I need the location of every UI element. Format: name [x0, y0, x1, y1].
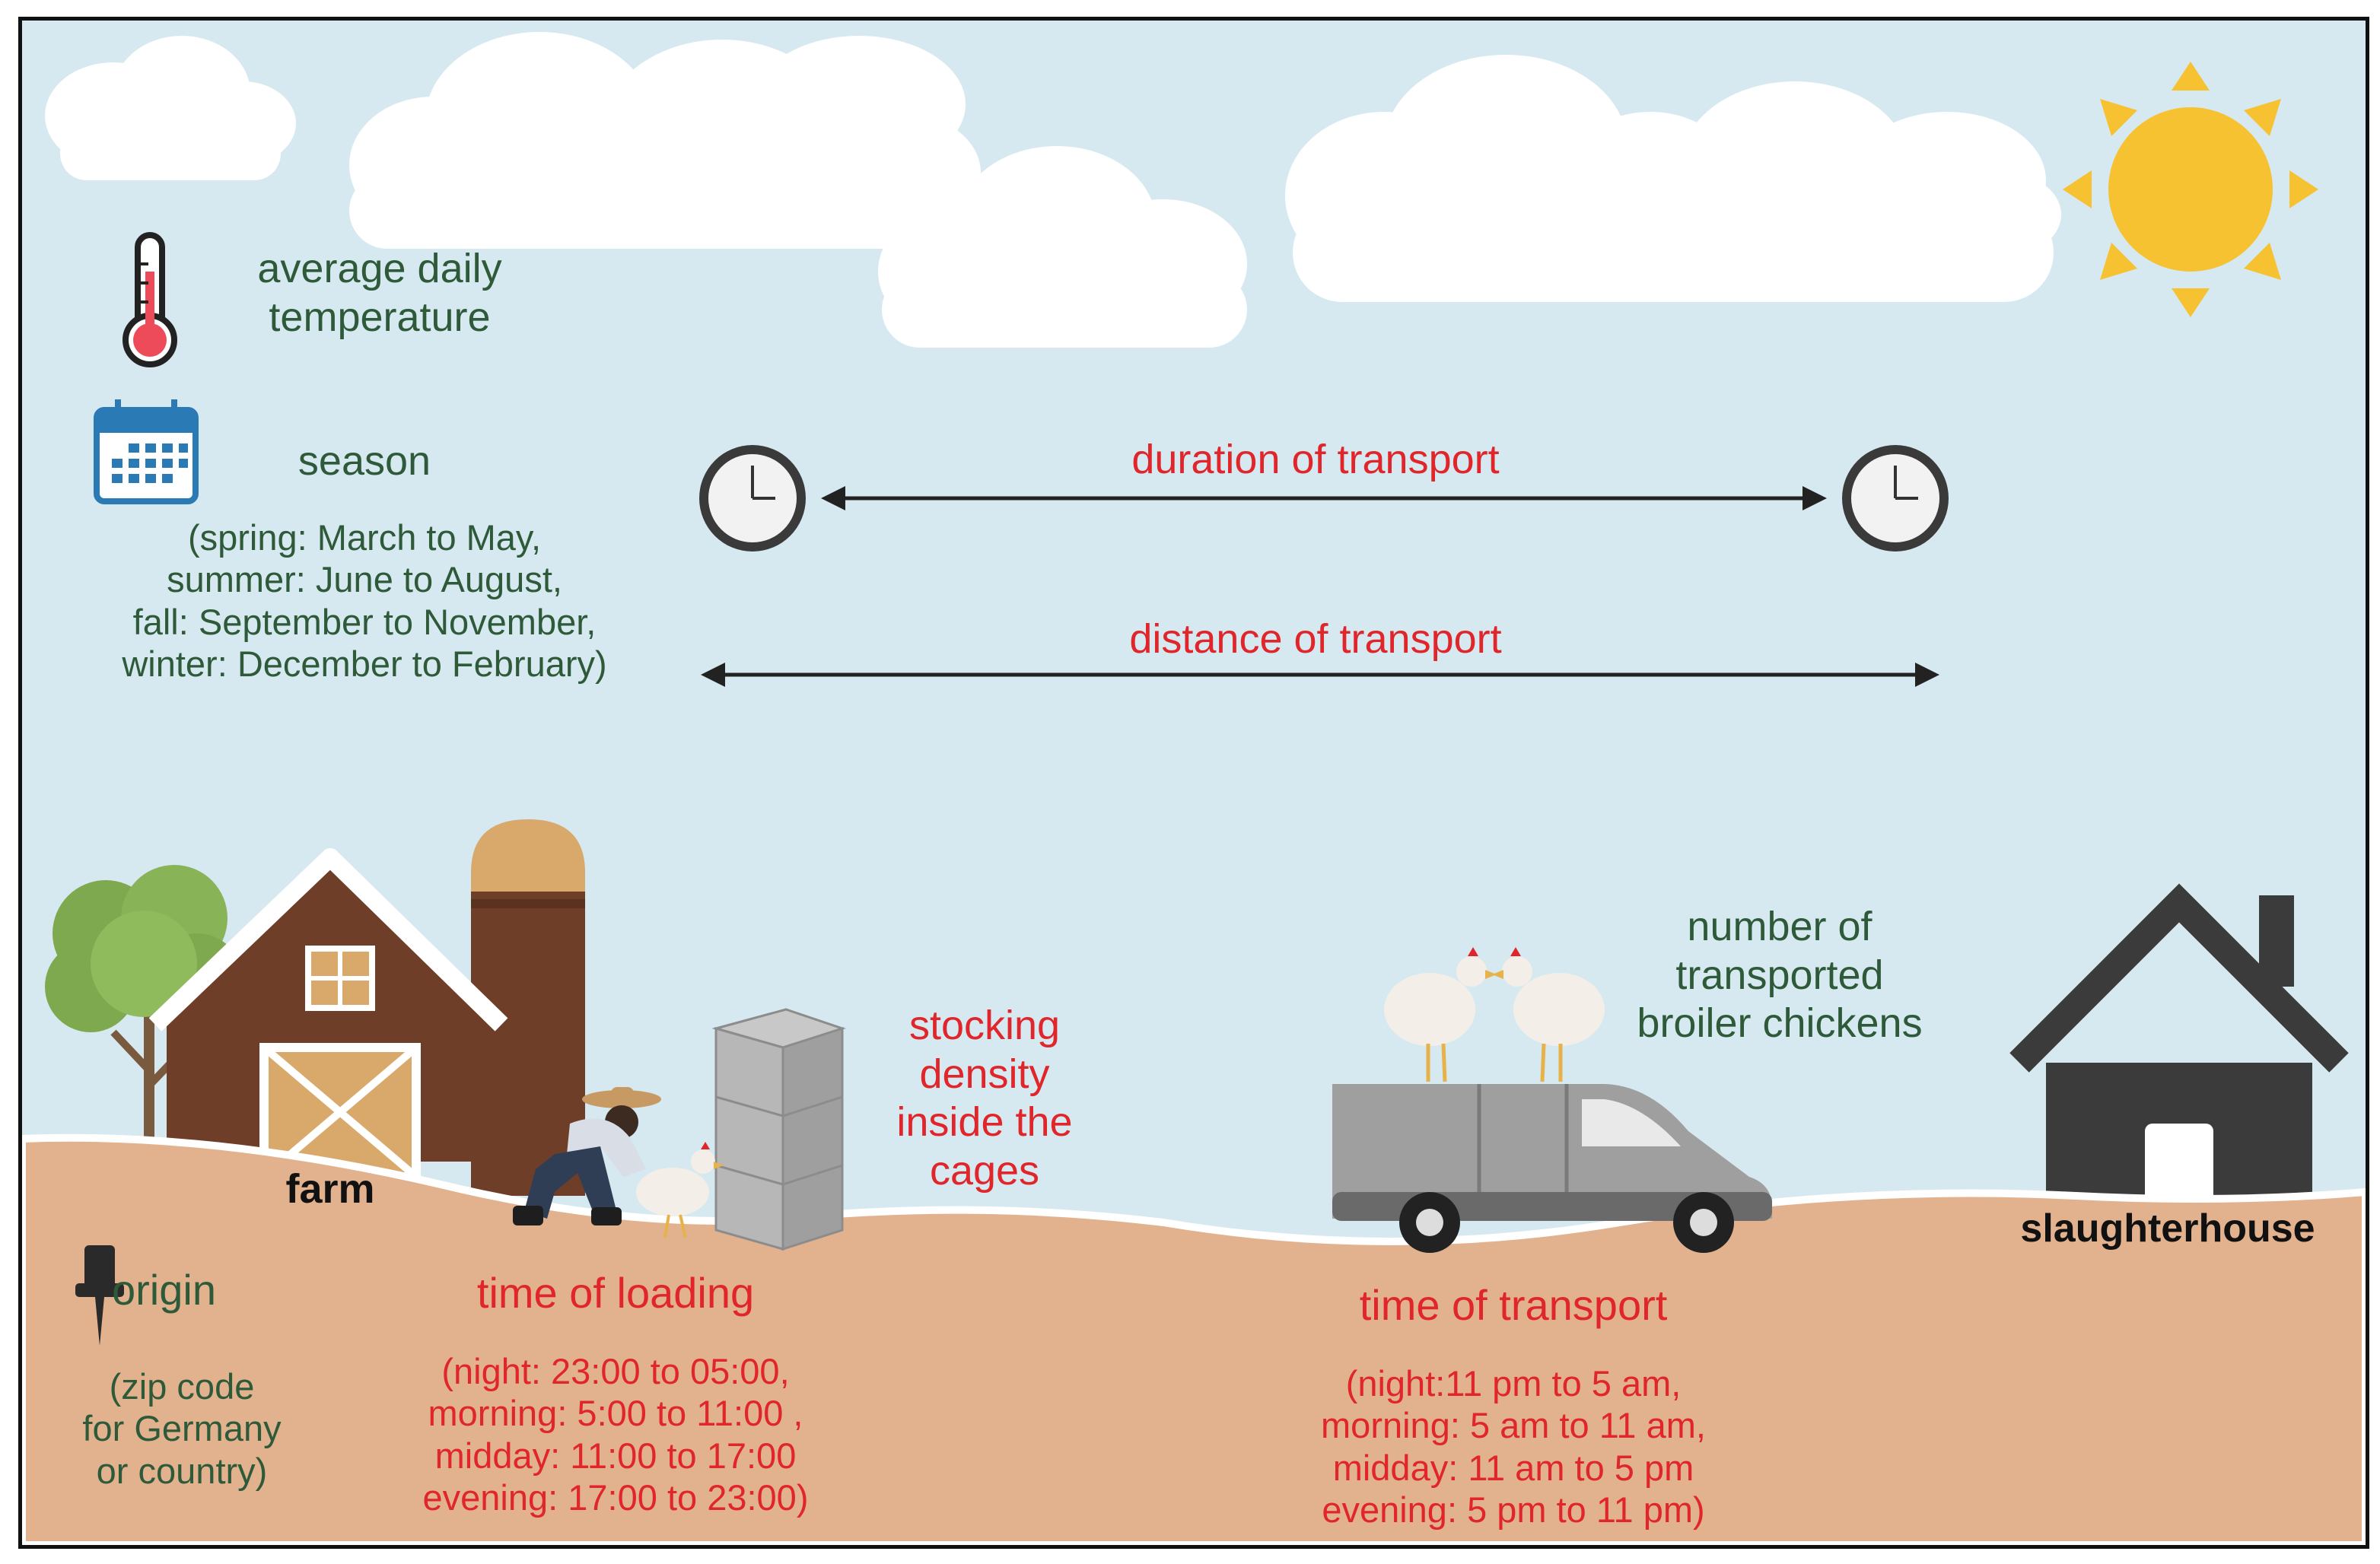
chicken	[1492, 947, 1605, 1082]
chicken	[636, 1142, 724, 1238]
cloud	[349, 32, 981, 249]
season-details: (spring: March to May, summer: June to A…	[68, 517, 661, 685]
origin-detail-line: (zip code	[109, 1366, 255, 1407]
ground	[22, 1133, 2366, 1545]
clouds	[45, 32, 2061, 348]
infographic-frame: average daily temperature season (spring…	[18, 17, 2369, 1549]
origin-label: origin	[112, 1266, 216, 1314]
distance-arrow	[701, 663, 1939, 687]
time-loading-label: time of loading	[476, 1269, 755, 1317]
pin-icon	[75, 1245, 124, 1346]
number-chickens-line: transported	[1675, 952, 1884, 998]
time-transport-line: evening: 5 pm to 11 pm)	[1322, 1489, 1705, 1531]
season-detail-line: (spring: March to May,	[187, 517, 542, 558]
silo	[471, 819, 585, 1196]
time-transport-line: morning: 5 am to 11 am,	[1321, 1405, 1706, 1446]
number-chickens-label: number of transported broiler chickens	[1567, 903, 1993, 1048]
chicken	[1384, 947, 1497, 1082]
clock-icon	[1842, 445, 1949, 552]
duration-label: duration of transport	[1131, 437, 1500, 482]
temperature-line: temperature	[269, 294, 491, 340]
cloud	[45, 36, 296, 180]
stocking-density-line: inside the	[896, 1099, 1073, 1146]
stocking-density-line: density	[919, 1051, 1050, 1097]
cage-stack	[711, 1008, 846, 1251]
clock-icon	[699, 445, 806, 552]
sun-icon	[2063, 62, 2318, 317]
time-loading-line: (night: 23:00 to 05:00,	[441, 1351, 790, 1391]
duration-arrow	[821, 486, 1827, 510]
distance-label: distance of transport	[1129, 616, 1502, 662]
scene-illustration	[22, 21, 2366, 1545]
number-chickens-line: number of	[1687, 904, 1873, 949]
season-label: season	[298, 438, 431, 484]
number-chickens-line: broiler chickens	[1637, 1000, 1923, 1047]
time-loading-details: (night: 23:00 to 05:00, morning: 5:00 to…	[342, 1350, 889, 1519]
time-transport-label: time of transport	[1359, 1281, 1668, 1329]
calendar-icon	[94, 399, 199, 504]
time-loading-line: midday: 11:00 to 17:00	[434, 1435, 797, 1476]
origin-detail-line: or country)	[96, 1450, 268, 1491]
barn	[148, 848, 508, 1181]
origin-details: (zip code for Germany or country)	[52, 1365, 311, 1492]
time-loading-line: morning: 5:00 to 11:00 ,	[428, 1393, 803, 1434]
season-detail-line: fall: September to November,	[132, 601, 597, 642]
temperature-line: average daily	[257, 246, 502, 291]
season-detail-line: summer: June to August,	[167, 559, 562, 600]
slaughterhouse-building	[2009, 883, 2349, 1207]
origin-detail-line: for Germany	[82, 1408, 282, 1449]
cloud	[1285, 55, 2061, 302]
season-detail-line: winter: December to February)	[122, 644, 607, 685]
farm-label: farm	[285, 1166, 375, 1212]
temperature-label: average daily temperature	[216, 245, 543, 342]
time-transport-line: midday: 11 am to 5 pm	[1332, 1447, 1694, 1488]
farmer	[513, 1087, 661, 1225]
time-loading-line: evening: 17:00 to 23:00)	[422, 1477, 809, 1518]
stocking-density-line: stocking	[908, 1003, 1061, 1048]
transport-van	[1332, 1084, 1772, 1253]
time-transport-details: (night:11 pm to 5 am, morning: 5 am to 1…	[1232, 1362, 1795, 1531]
time-transport-line: (night:11 pm to 5 am,	[1345, 1363, 1682, 1403]
stocking-density-label: stocking density inside the cages	[851, 1002, 1118, 1196]
slaughterhouse-label: slaughterhouse	[2020, 1206, 2315, 1251]
thermometer-icon	[123, 232, 177, 367]
cloud	[878, 146, 1247, 348]
stocking-density-line: cages	[929, 1148, 1040, 1194]
